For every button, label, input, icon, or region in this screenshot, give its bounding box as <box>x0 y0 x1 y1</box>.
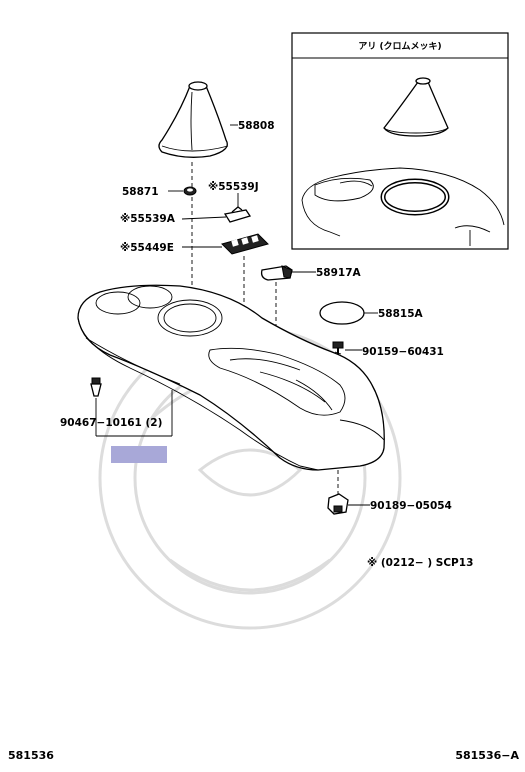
label-55539A: ※55539A <box>120 213 176 225</box>
label-90467-10161: 90467−10161 (2) <box>60 417 162 429</box>
ring-58871[interactable] <box>183 186 197 196</box>
applicability-note: ※ (0212− ) SCP13 <box>367 557 473 569</box>
panel-55449E[interactable] <box>221 233 269 255</box>
footer-right-code: 581536−A <box>455 749 519 762</box>
label-55539J: ※55539J <box>208 181 259 193</box>
nut-90189-05054[interactable] <box>327 493 349 515</box>
clip-55539A[interactable] <box>223 206 252 223</box>
highlight-box <box>111 446 167 463</box>
label-58917A: 58917A <box>316 267 362 279</box>
label-90189-05054: 90189−05054 <box>370 500 452 512</box>
inset-box: アリ (クロムメッキ) <box>291 32 509 250</box>
footer-left-code: 581536 <box>8 749 54 762</box>
label-58808: 58808 <box>238 120 275 132</box>
label-90159-60431: 90159−60431 <box>362 346 444 358</box>
button-58917A[interactable] <box>260 265 293 281</box>
center-console[interactable] <box>77 284 385 471</box>
cap-58815A[interactable] <box>319 301 365 325</box>
shift-boot-58808[interactable] <box>158 81 229 158</box>
clip-90467-10161[interactable] <box>90 377 102 397</box>
inset-title: アリ (クロムメッキ) <box>358 41 441 52</box>
label-58871: 58871 <box>122 186 159 198</box>
label-55449E: ※55449E <box>120 242 174 254</box>
label-58815A: 58815A <box>378 308 424 320</box>
